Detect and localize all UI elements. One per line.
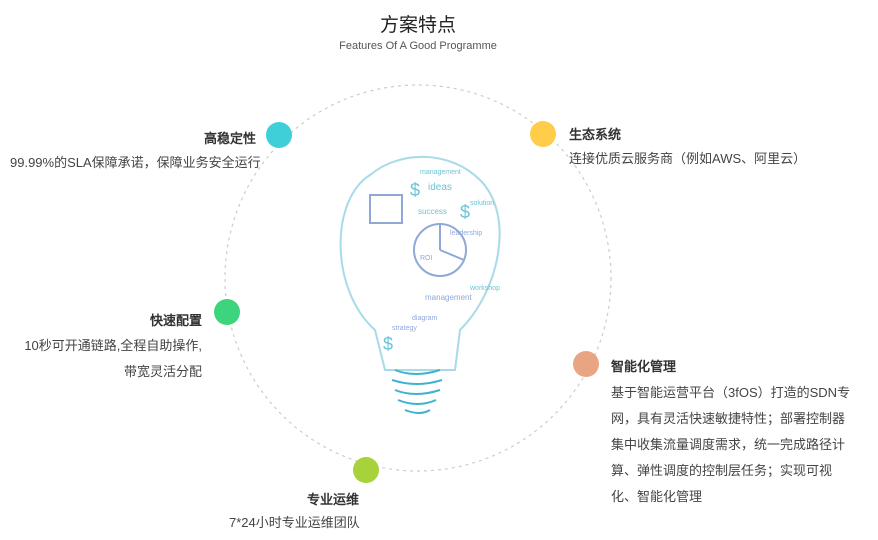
- page-subtitle: Features Of A Good Programme: [339, 40, 497, 52]
- desc-line: 10秒可开通链路,全程自助操作,: [24, 338, 202, 353]
- feature-dot-smart-mgmt: [573, 351, 599, 377]
- bulb-word: ROI: [420, 255, 433, 262]
- feature-title-stability: 高稳定性: [203, 131, 256, 146]
- bulb-word: workshop: [469, 285, 500, 292]
- page-title: 方案特点: [379, 15, 456, 36]
- feature-desc-smart-mgmt: 基于智能运营平台（3fOS）打造的SDN专 网，具有灵活快速敏捷特性；部署控制器…: [611, 380, 850, 510]
- bulb-word: success: [418, 207, 447, 216]
- bulb-word: solution: [470, 200, 494, 207]
- desc-line: 基于智能运营平台（3fOS）打造的SDN专: [611, 385, 851, 400]
- svg-text:$: $: [410, 180, 420, 200]
- feature-desc-stability: 99.99%的SLA保障承诺，保障业务安全运行: [10, 155, 261, 170]
- desc-line: 化、智能化管理: [611, 489, 703, 504]
- feature-title-quick-config: 快速配置: [149, 313, 202, 328]
- lightbulb-illustration: ideas success management management stra…: [339, 155, 501, 414]
- feature-desc-ops: 7*24小时专业运维团队: [229, 515, 360, 530]
- desc-line: 集中收集流量调度需求，统一完成路径计: [611, 437, 846, 452]
- bulb-word: diagram: [412, 315, 437, 322]
- feature-dot-ops: [353, 457, 379, 483]
- svg-text:$: $: [383, 334, 393, 354]
- desc-line: 算、弹性调度的控制层任务；实现可视: [611, 463, 833, 478]
- desc-line: 网，具有灵活快速敏捷特性；部署控制器: [611, 411, 846, 426]
- bulb-word: ideas: [428, 182, 452, 193]
- bulb-word: management: [420, 169, 461, 176]
- feature-desc-ecosystem: 连接优质云服务商（例如AWS、阿里云）: [569, 151, 807, 166]
- bulb-word: strategy: [392, 325, 417, 332]
- bulb-word: management: [425, 293, 472, 302]
- feature-dot-ecosystem: [530, 121, 556, 147]
- feature-desc-quick-config: 10秒可开通链路,全程自助操作, 带宽灵活分配: [24, 333, 202, 385]
- feature-title-smart-mgmt: 智能化管理: [611, 359, 677, 374]
- feature-dot-stability: [266, 122, 292, 148]
- feature-dot-quick-config: [214, 299, 240, 325]
- svg-text:$: $: [460, 202, 470, 222]
- feature-title-ops: 专业运维: [307, 492, 360, 507]
- dashed-orbit: [224, 84, 612, 472]
- feature-title-ecosystem: 生态系统: [569, 127, 622, 142]
- desc-line: 带宽灵活分配: [123, 364, 202, 379]
- bulb-word: leadership: [450, 230, 482, 237]
